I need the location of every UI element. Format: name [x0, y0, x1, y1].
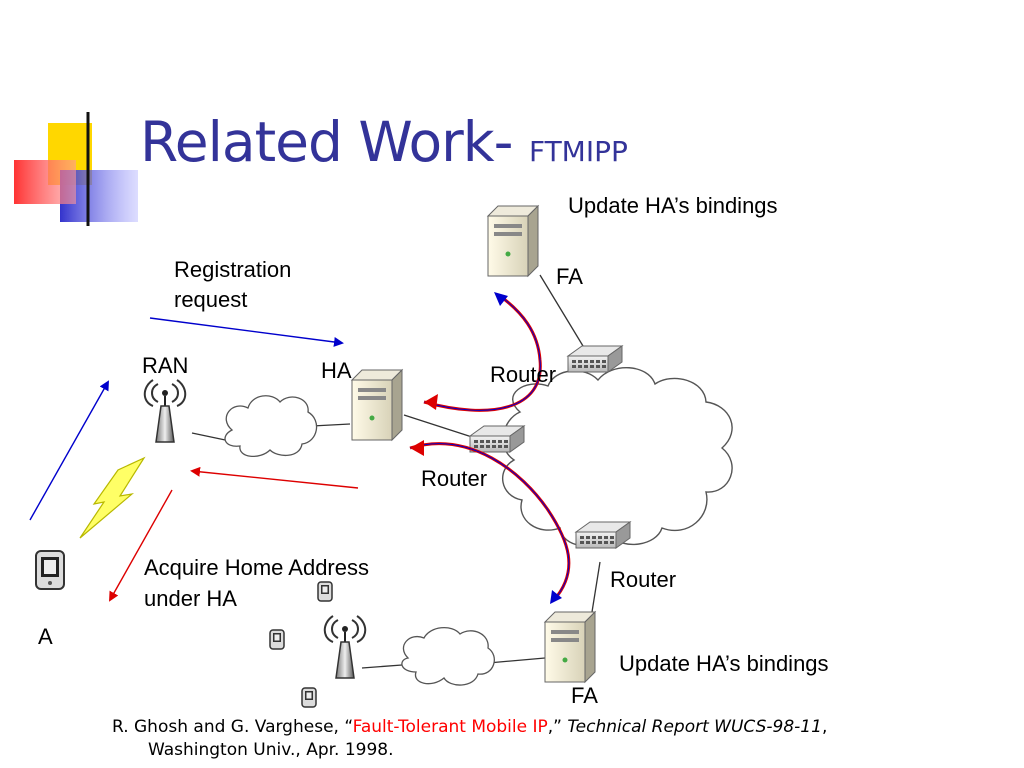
citation-paper-title: Fault-Tolerant Mobile IP — [352, 717, 548, 737]
ran-cloud — [224, 395, 318, 457]
bottom-cloud — [401, 627, 495, 686]
slide-title: Related Work- FTMIPP — [140, 110, 628, 174]
label-update-bindings-bottom: Update HA’s bindings — [619, 651, 829, 676]
label-router-top: Router — [490, 362, 557, 387]
bottom-cloud-to-fa-link — [487, 657, 546, 664]
router-to-fa-link — [591, 561, 601, 613]
core-cloud — [501, 366, 733, 547]
label-router-middle: Router — [421, 466, 488, 491]
curved-arrow-ha-to-fa-bottom — [409, 440, 571, 604]
label-ran: RAN — [142, 353, 189, 378]
router-top — [567, 345, 623, 373]
fa-bottom-server — [544, 611, 596, 683]
cloud-to-ha-link — [311, 423, 351, 427]
title-main: Related Work- — [140, 110, 513, 174]
title-subtitle: FTMIPP — [528, 135, 628, 168]
small-device-2 — [269, 629, 285, 650]
slide-decoration — [14, 112, 1024, 226]
citation-line2: Washington Univ., Apr. 1998. — [148, 740, 394, 760]
label-router-bottom: Router — [610, 567, 677, 592]
bottom-tower — [323, 615, 367, 679]
curved-arrow-ha-to-fa-top — [423, 292, 542, 412]
label-fa-top: FA — [556, 264, 583, 289]
router-bottom — [575, 521, 631, 549]
label-ha: HA — [321, 358, 352, 383]
arrow-ran-to-a — [109, 489, 173, 602]
label-registration-line2: request — [174, 287, 248, 312]
label-registration-line1: Registration — [174, 257, 292, 282]
citation: R. Ghosh and G. Varghese, “Fault-Toleran… — [112, 716, 827, 762]
label-acquire-line1: Acquire Home Address — [144, 555, 369, 580]
ran-to-cloud-link — [191, 432, 231, 442]
fa-top-server — [487, 205, 539, 277]
ha-server — [351, 369, 403, 441]
arrow-ha-reply — [190, 466, 359, 489]
arrow-a-to-ran — [29, 380, 109, 521]
bottom-tower-to-cloud-link — [361, 664, 403, 669]
citation-authors: R. Ghosh and G. Varghese, “ — [112, 717, 353, 737]
fa-to-router-link — [539, 274, 584, 347]
small-device-1 — [317, 581, 333, 602]
arrow-registration-request — [149, 317, 344, 347]
citation-close-quote: ,” — [547, 717, 568, 737]
router-middle — [469, 425, 525, 453]
label-fa-bottom: FA — [571, 683, 598, 708]
mobile-node-a — [35, 550, 65, 590]
citation-comma: , — [821, 717, 828, 737]
label-update-bindings-top: Update HA’s bindings — [568, 193, 778, 218]
label-node-a: A — [38, 624, 53, 649]
citation-report: Technical Report WUCS-98-11 — [567, 717, 822, 737]
wireless-lightning-bolt — [79, 456, 146, 539]
label-acquire-line2: under HA — [144, 586, 237, 611]
network-links — [191, 274, 601, 669]
ha-to-router-link — [403, 414, 473, 438]
small-device-3 — [301, 687, 317, 708]
ran-tower — [143, 379, 187, 443]
